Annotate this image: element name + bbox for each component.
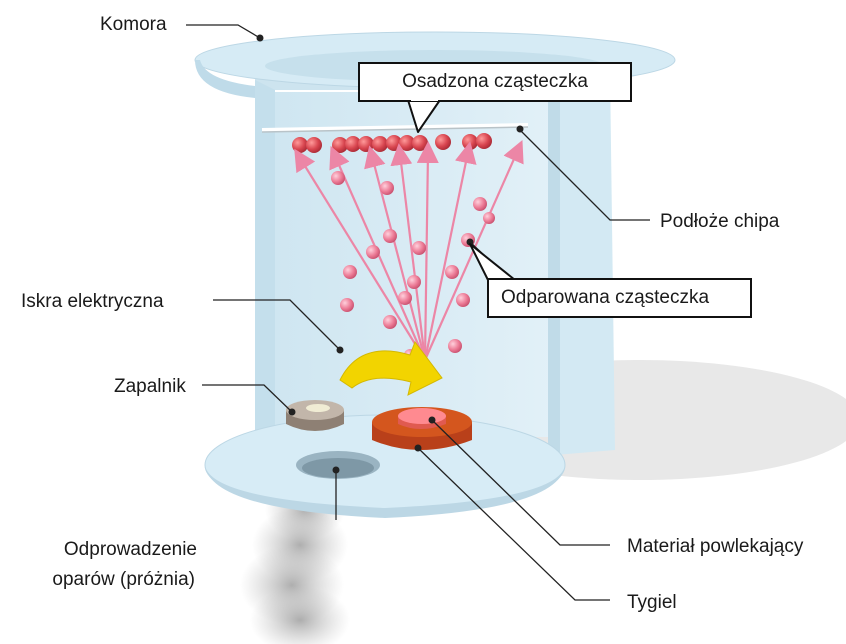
callout-tail-cover bbox=[411, 97, 438, 101]
label-exhaust-line1: Odprowadzenie bbox=[20, 540, 197, 559]
igniter bbox=[286, 400, 344, 431]
label-coating-material: Materiał powlekający bbox=[627, 537, 803, 556]
label-chamber: Komora bbox=[100, 15, 167, 34]
label-igniter: Zapalnik bbox=[114, 377, 186, 396]
label-exhaust-line2: oparów (próżnia) bbox=[20, 570, 195, 589]
label-crucible: Tygiel bbox=[627, 593, 677, 612]
label-substrate: Podłoże chipa bbox=[660, 212, 779, 231]
callout-deposited-particle: Osadzona cząsteczka bbox=[358, 62, 632, 102]
callout-tail-cover-2 bbox=[495, 280, 513, 284]
callout-evaporated-particle: Odparowana cząsteczka bbox=[487, 278, 752, 318]
label-electric-spark: Iskra elektryczna bbox=[21, 292, 164, 311]
